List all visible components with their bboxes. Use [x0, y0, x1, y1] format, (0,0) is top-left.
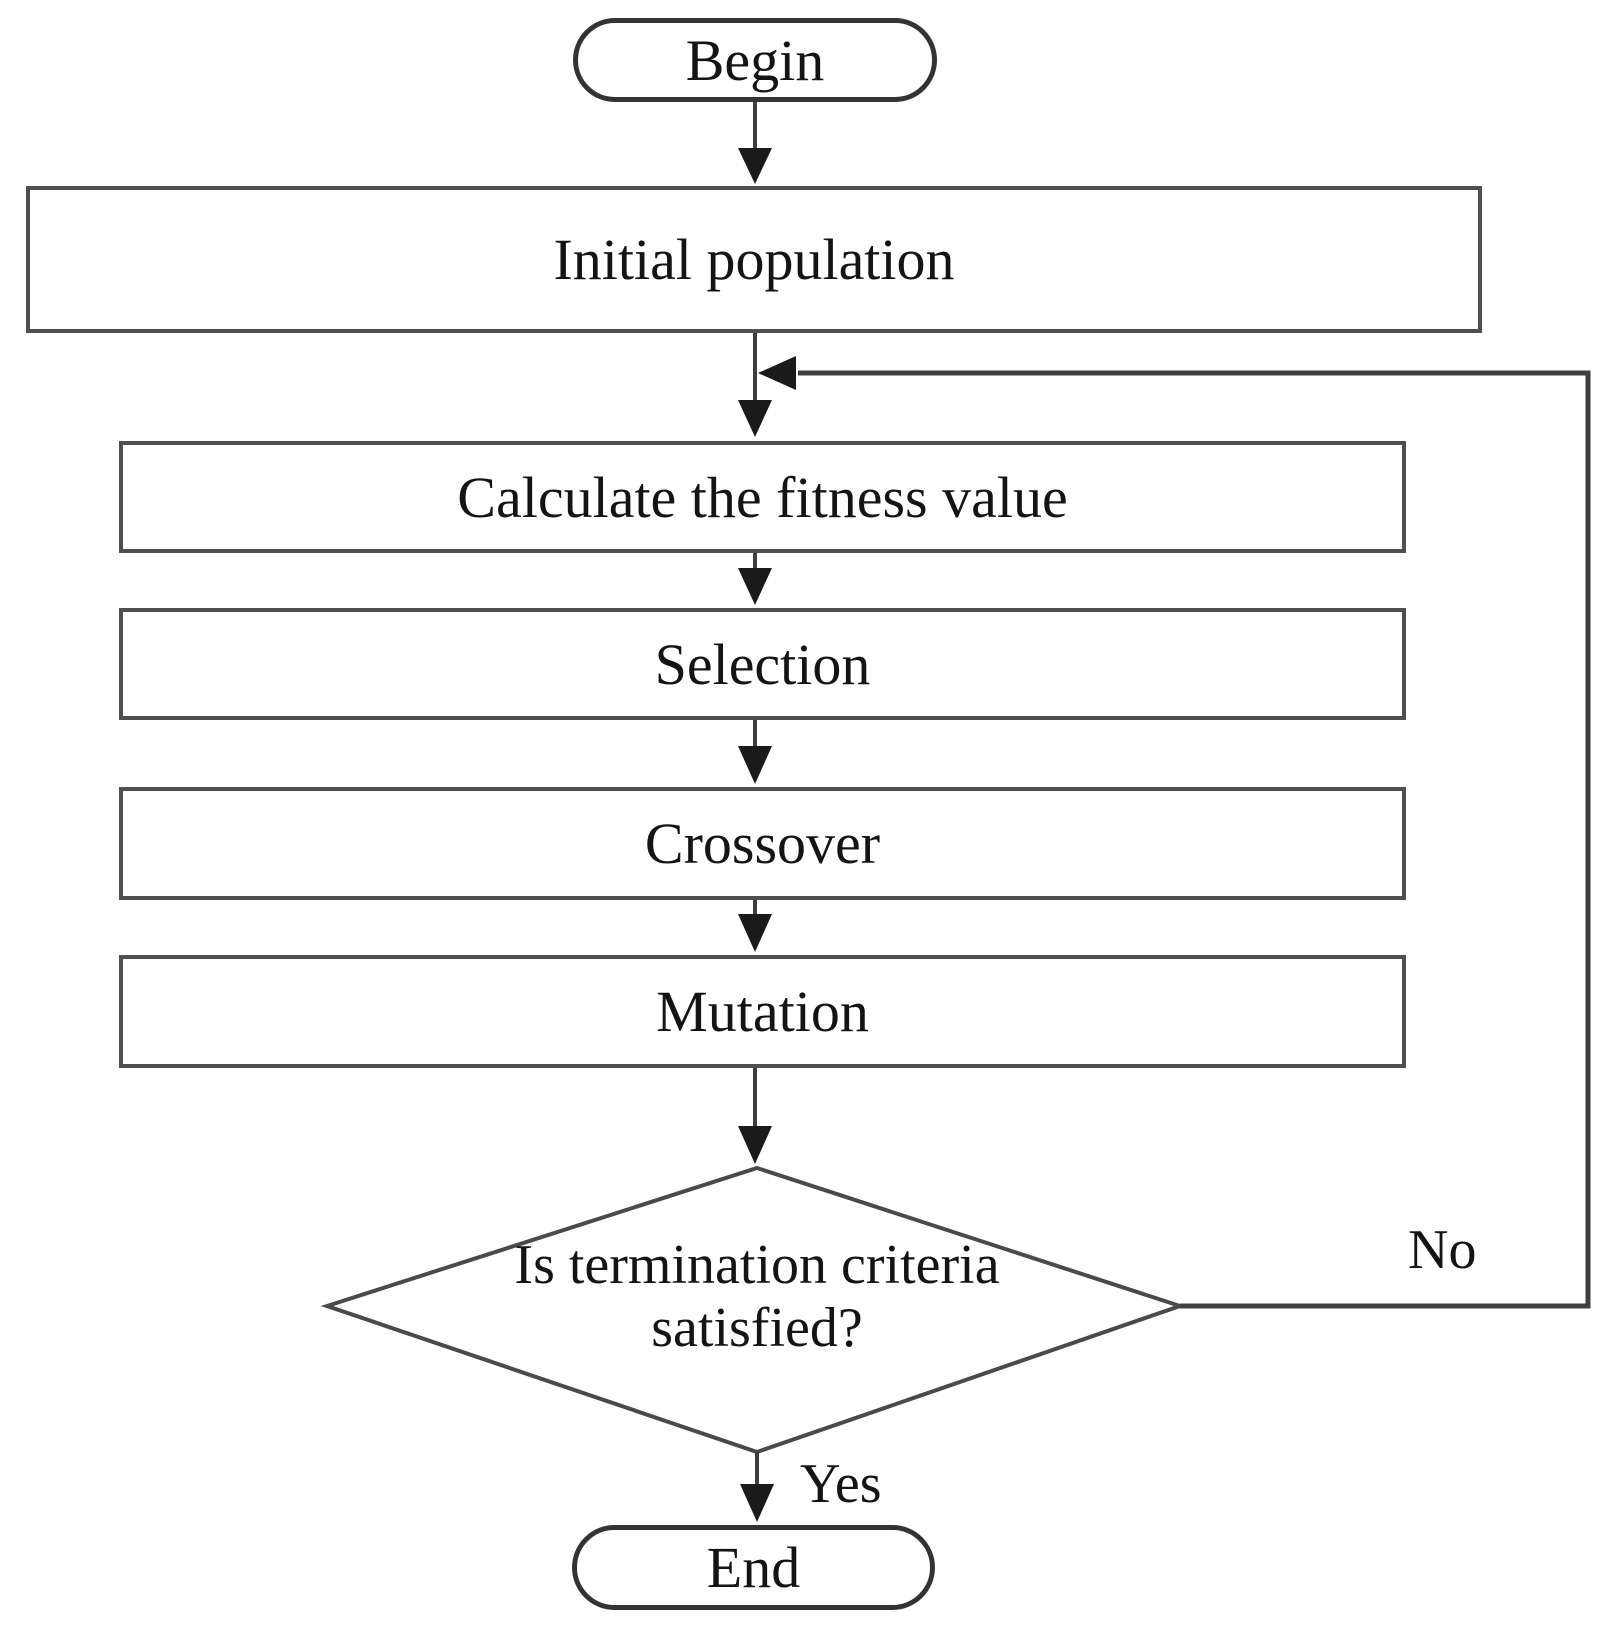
- initial-population-label: Initial population: [553, 227, 955, 292]
- selection-step: Selection: [119, 608, 1406, 720]
- selection-label: Selection: [654, 631, 871, 697]
- arrow-decision-to-end-yes: [740, 1452, 774, 1522]
- mutation-label: Mutation: [656, 979, 869, 1044]
- arrow-crossover-to-mutation: [738, 900, 772, 952]
- no-edge-label: No: [1408, 1219, 1477, 1281]
- crossover-step: Crossover: [119, 787, 1406, 900]
- arrow-initial-to-calculate: [738, 333, 772, 437]
- begin-terminator: Begin: [573, 18, 937, 102]
- crossover-label: Crossover: [644, 811, 881, 876]
- termination-decision-text: Is termination criteria satisfied?: [514, 1234, 1000, 1359]
- end-terminator: End: [572, 1525, 935, 1610]
- mutation-step: Mutation: [119, 955, 1406, 1068]
- begin-label: Begin: [685, 27, 825, 93]
- arrow-begin-to-initial: [738, 98, 772, 184]
- end-label: End: [706, 1535, 801, 1600]
- calculate-fitness-label: Calculate the fitness value: [457, 464, 1068, 530]
- arrow-calculate-to-selection: [738, 553, 772, 605]
- calculate-fitness-step: Calculate the fitness value: [119, 441, 1406, 553]
- arrow-selection-to-crossover: [738, 720, 772, 784]
- yes-edge-label: Yes: [800, 1453, 882, 1515]
- initial-population-step: Initial population: [26, 186, 1482, 333]
- arrow-decision-loop-no: [758, 356, 1591, 1309]
- arrow-mutation-to-decision: [738, 1068, 772, 1164]
- termination-decision-label: Is termination criteria satisfied?: [427, 1182, 1087, 1412]
